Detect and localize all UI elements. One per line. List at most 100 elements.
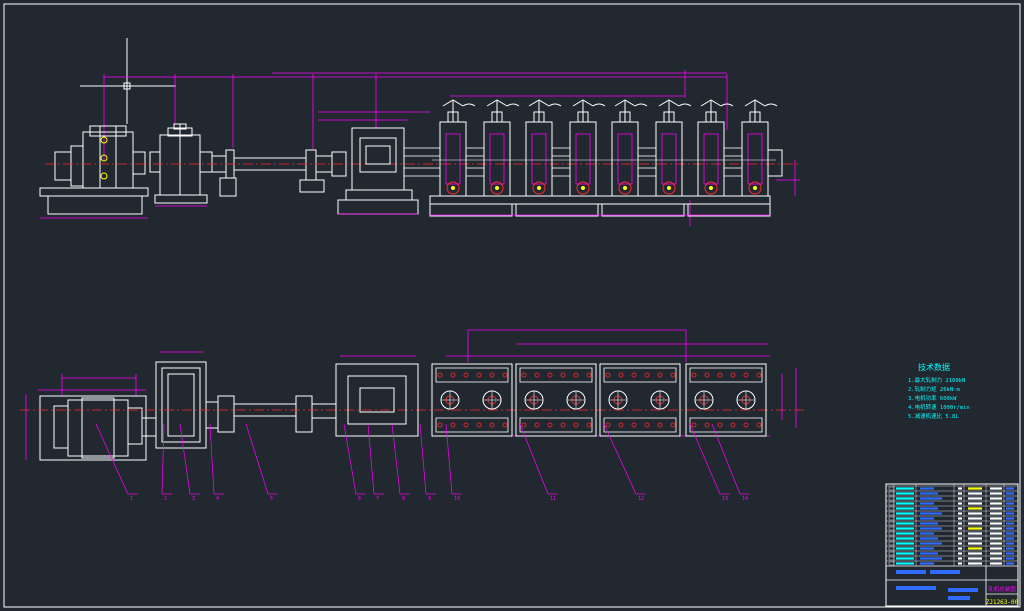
stand-bottom-beam xyxy=(603,417,677,433)
part-name-cell xyxy=(920,562,934,565)
roll-center-icon xyxy=(753,186,757,190)
remark-cell xyxy=(1006,522,1014,525)
stand-bottom-beam xyxy=(689,417,763,433)
lower-roll xyxy=(465,167,485,177)
weight-cell xyxy=(990,497,1002,500)
quantity-cell xyxy=(958,522,962,525)
callout-number: 9 xyxy=(428,496,431,502)
bolt-icon xyxy=(657,422,663,428)
row-index-cell xyxy=(888,501,895,506)
part-name-cell xyxy=(920,547,934,550)
callout-leader xyxy=(209,423,215,495)
remark-cell xyxy=(1006,487,1014,490)
part-code-cell xyxy=(896,527,914,530)
bolt-icon xyxy=(670,422,676,428)
remark-cell xyxy=(1006,552,1014,555)
housing-window xyxy=(575,133,591,185)
roll-center-icon xyxy=(667,186,671,190)
bolt-icon xyxy=(670,372,676,378)
callout-number: 11 xyxy=(550,496,556,502)
stand-housing xyxy=(697,121,725,197)
bolt-icon xyxy=(573,372,579,378)
bolt-icon xyxy=(476,422,482,428)
screw-nut xyxy=(491,111,503,123)
weight-cell xyxy=(990,512,1002,515)
weight-cell xyxy=(990,532,1002,535)
bolt-icon xyxy=(586,422,592,428)
handwheel-icon xyxy=(442,99,464,107)
bolt-icon xyxy=(450,422,456,428)
bolt-icon xyxy=(618,422,624,428)
callout-number: 4 xyxy=(216,496,219,502)
housing-window xyxy=(445,133,461,185)
remark-cell xyxy=(1006,542,1014,545)
bolt-icon xyxy=(691,422,697,428)
housing-window xyxy=(747,133,763,185)
remark-cell xyxy=(1006,547,1014,550)
bolt-icon xyxy=(502,372,508,378)
bolt-icon xyxy=(463,422,469,428)
handwheel-lever-icon xyxy=(592,103,606,107)
quantity-cell xyxy=(958,542,962,545)
tech-data-line: 2.轧制力矩 26kN·m xyxy=(908,385,960,393)
screw-nut xyxy=(619,111,631,123)
bolt-icon xyxy=(631,372,637,378)
quantity-cell xyxy=(958,562,962,565)
rolling-stand-plan xyxy=(599,363,681,437)
callout-leader xyxy=(367,423,375,495)
roll-bearing-icon xyxy=(576,181,590,195)
handwheel-icon xyxy=(744,99,766,107)
callout-leader xyxy=(419,423,427,495)
handwheel-lever-icon xyxy=(506,103,520,107)
part-code-cell xyxy=(896,517,914,520)
row-index-cell xyxy=(888,491,895,496)
handwheel-icon xyxy=(614,99,636,107)
material-cell xyxy=(968,527,982,530)
rolling-stand-elevation xyxy=(690,99,778,197)
drive-shaft-plan xyxy=(217,395,337,433)
stand-housing xyxy=(569,121,597,197)
part-name-cell xyxy=(920,487,934,490)
quantity-cell xyxy=(958,517,962,520)
remark-cell xyxy=(1006,507,1014,510)
tech-data-line: 1.最大轧制力 2100kN xyxy=(908,376,965,384)
callout-number: 12 xyxy=(638,496,644,502)
handwheel-icon xyxy=(528,99,550,107)
bolt-icon xyxy=(534,422,540,428)
main-motor xyxy=(39,125,149,215)
quantity-cell xyxy=(958,512,962,515)
material-cell xyxy=(968,552,982,555)
weight-cell xyxy=(990,517,1002,520)
part-name-cell xyxy=(920,532,934,535)
handwheel-icon xyxy=(486,99,508,107)
screw-nut xyxy=(749,111,761,123)
material-cell xyxy=(968,562,982,565)
bolt-icon xyxy=(605,372,611,378)
row-index-cell xyxy=(888,541,895,546)
universal-spindle xyxy=(403,147,441,157)
part-name-cell xyxy=(920,522,938,525)
stand-top-beam xyxy=(689,367,763,383)
callout-leader xyxy=(95,423,129,495)
callout-leader xyxy=(689,423,721,495)
remark-cell xyxy=(1006,502,1014,505)
material-cell xyxy=(968,502,982,505)
roll-bearing-icon xyxy=(446,181,460,195)
bolt-icon xyxy=(644,372,650,378)
screw-nut xyxy=(533,111,545,123)
quantity-cell xyxy=(958,497,962,500)
part-code-cell xyxy=(896,552,914,555)
drive-shaft xyxy=(211,149,347,197)
callout-number: 6 xyxy=(358,496,361,502)
row-index-cell xyxy=(888,486,895,491)
material-cell xyxy=(968,557,982,560)
stand-housing xyxy=(439,121,467,197)
row-index-cell xyxy=(888,516,895,521)
stand-housing xyxy=(655,121,683,197)
roll-center-icon xyxy=(451,186,455,190)
row-index-cell xyxy=(888,511,895,516)
remark-cell xyxy=(1006,517,1014,520)
rolling-stand-plan xyxy=(685,363,767,437)
bolt-icon xyxy=(547,422,553,428)
stand-top-beam xyxy=(435,367,509,383)
